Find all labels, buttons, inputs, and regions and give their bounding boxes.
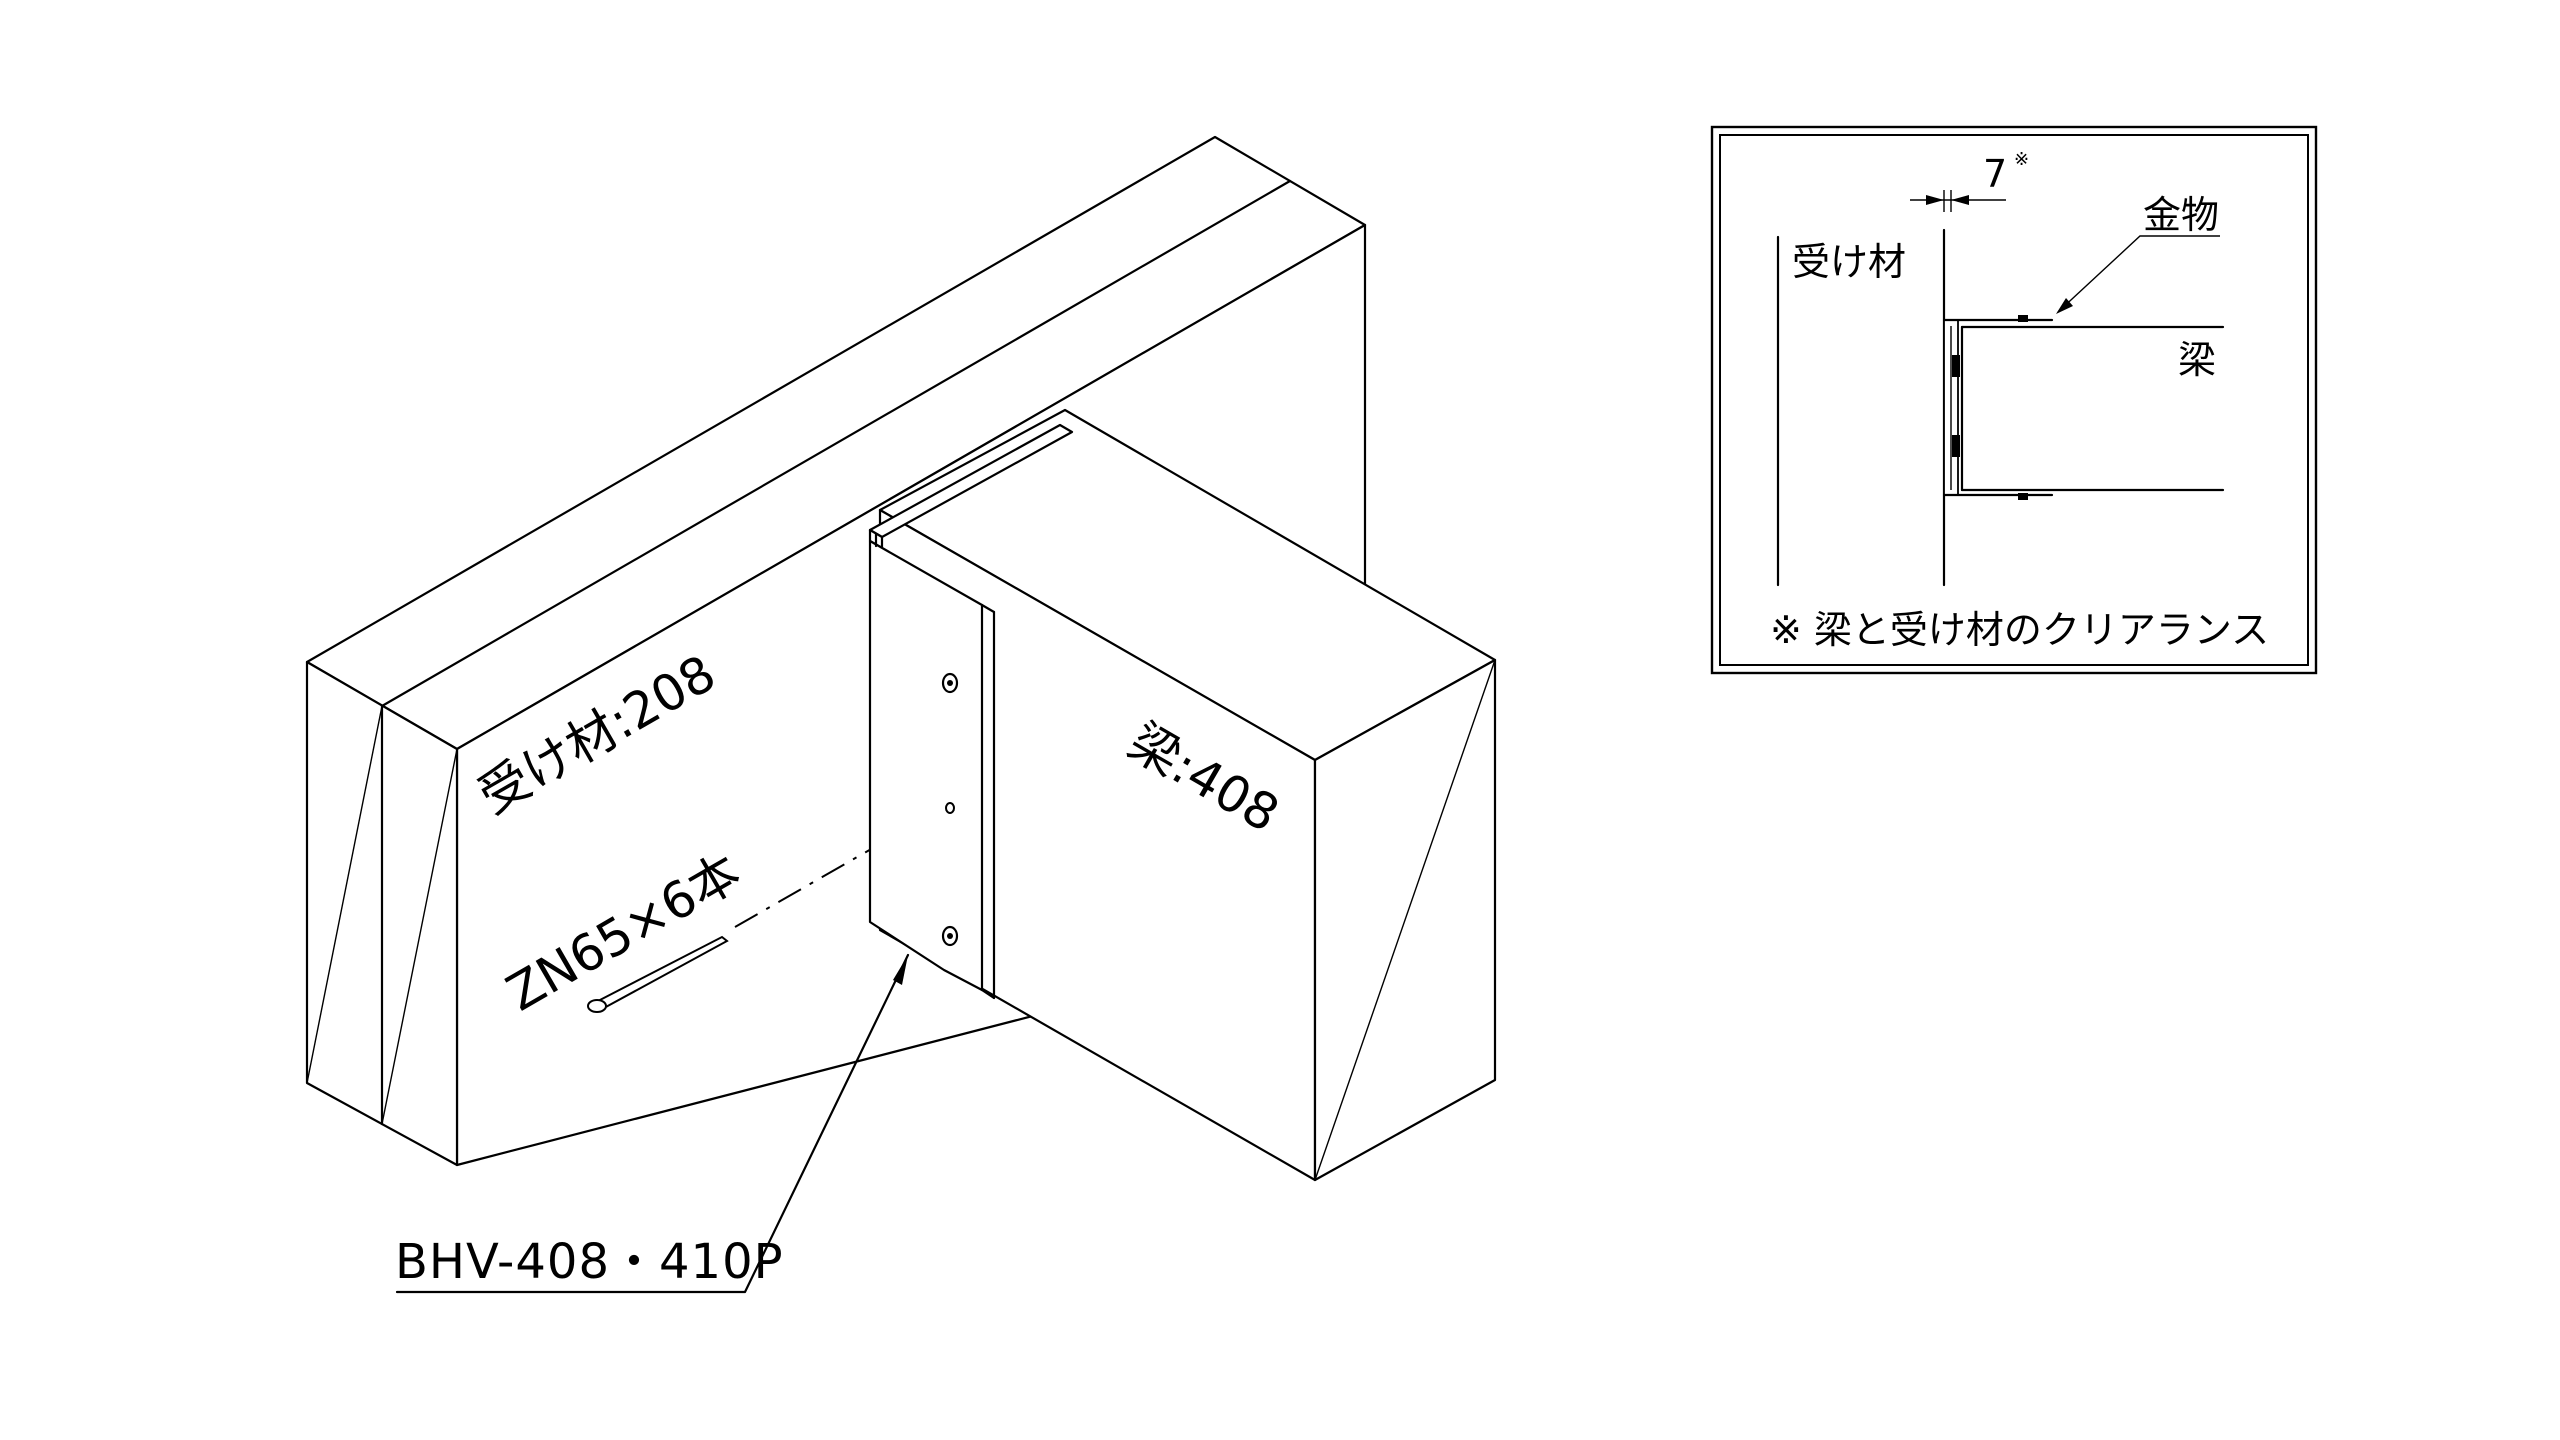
detail-hardware-leader	[2057, 235, 2220, 313]
hardware-plate-edge	[980, 603, 996, 614]
hanger-hardware	[868, 423, 1074, 1000]
detail-header-label: 受け材	[1792, 240, 1906, 284]
detail-dimension-value: 7	[1983, 152, 2007, 196]
detail-hardware-bolt-top	[1952, 355, 1960, 377]
header-ply-line	[380, 179, 1292, 708]
detail-hardware-label: 金物	[2143, 193, 2219, 237]
nail-head	[587, 999, 607, 1013]
beam-member	[878, 408, 1497, 1182]
detail-view: 7 ※ 金物 受け材 梁 ※ 梁と受け材のクリアランス	[1710, 125, 2318, 675]
detail-note: ※ 梁と受け材のクリアランス	[1770, 608, 2269, 652]
detail-frame-inner	[1719, 134, 2309, 666]
detail-flange-nail-bottom	[2018, 493, 2028, 500]
part-leader-arrowhead	[893, 955, 908, 985]
hardware-plate-edge-b	[980, 988, 996, 1000]
detail-frame-outer	[1710, 125, 2318, 675]
detail-hardware-bolt-bottom	[1952, 435, 1960, 457]
hardware-hole-upper-inner	[947, 680, 953, 686]
hardware-hole-lower-inner	[947, 933, 953, 939]
hardware-side-plate	[868, 539, 984, 992]
part-number-label: BHV-408・410P	[395, 1234, 784, 1290]
detail-flange-nail-top	[2018, 315, 2028, 322]
part-leader-line	[395, 953, 910, 1294]
header-end-grain-2	[381, 748, 458, 1125]
detail-dim-arrow-left	[1926, 195, 1944, 205]
detail-beam-label: 梁	[2178, 338, 2216, 382]
header-end-grain-1	[306, 705, 383, 1084]
detail-dimension-note-mark: ※	[2014, 149, 2029, 170]
hardware-hole-middle	[945, 802, 955, 814]
beam-end-grain	[1314, 659, 1496, 1181]
detail-dim-arrow-right	[1951, 195, 1969, 205]
detail-hardware-leader-arrow	[2056, 298, 2073, 314]
